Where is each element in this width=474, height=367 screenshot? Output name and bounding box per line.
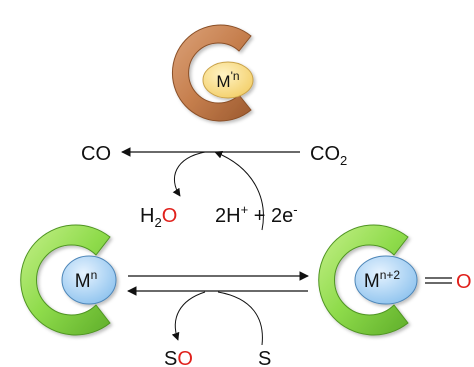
catalyst-right-core (354, 255, 418, 305)
proton-electron-uptake-arrow (214, 150, 264, 231)
sulfoxide-release-arrow (171, 291, 206, 341)
catalyst-right-shell (318, 224, 409, 336)
catalyst-left-core (61, 255, 117, 305)
water-label: H2O (140, 205, 177, 230)
catalyst-top (171, 24, 254, 122)
co-label: CO (81, 143, 111, 165)
catalyst-left (20, 224, 117, 336)
catalyst-right (318, 224, 418, 336)
catalyst-top-core (202, 61, 254, 99)
water-release-arrow (172, 151, 206, 197)
oxo-label: O (456, 271, 472, 293)
sulfoxide-label: SO (164, 348, 193, 367)
catalyst-left-shell (20, 224, 111, 336)
catalyst-top-shell (171, 24, 252, 122)
co2-label: CO2 (310, 143, 347, 168)
sulfide-label: S (258, 348, 271, 367)
sulfide-uptake-arrow (217, 291, 263, 346)
protons-electrons-label: 2H+ + 2e- (215, 202, 298, 227)
